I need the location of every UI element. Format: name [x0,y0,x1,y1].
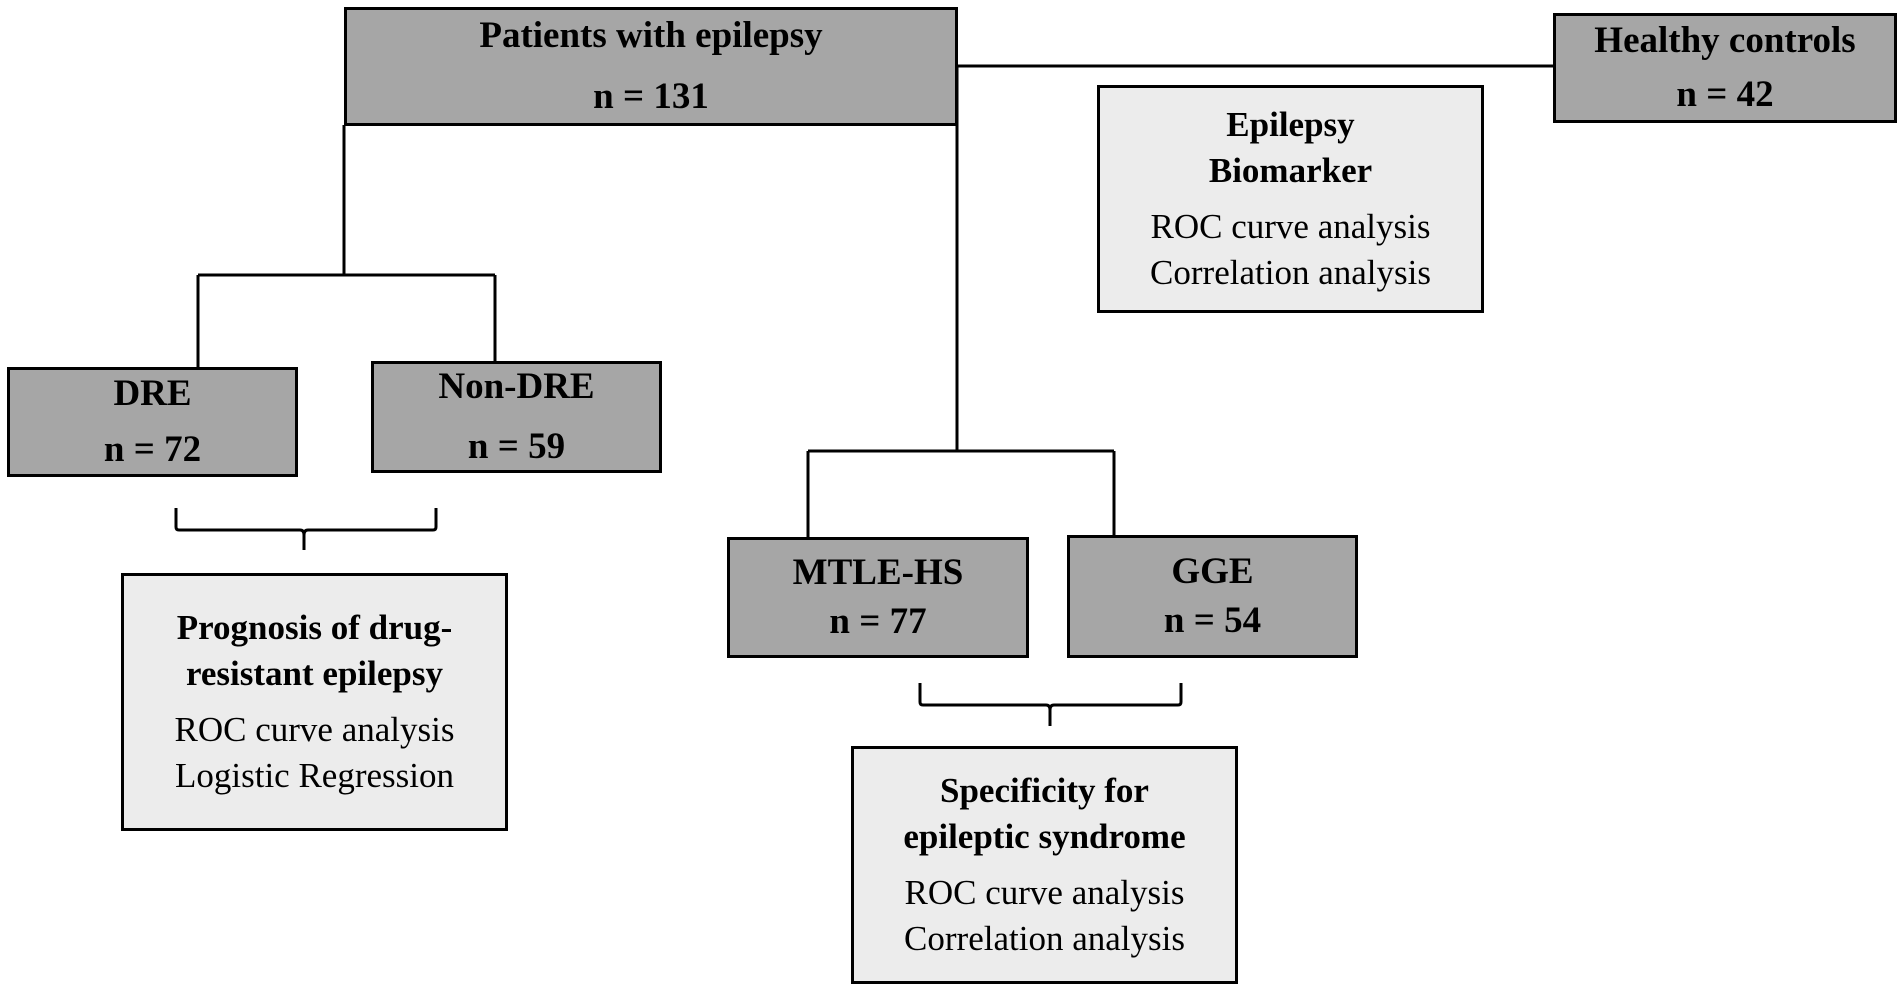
mtle-hs-count: n = 77 [829,600,927,642]
controls-count: n = 42 [1676,74,1774,115]
gge-count: n = 54 [1163,599,1262,641]
biomarker-title: Epilepsy Biomarker [1208,104,1373,190]
prognosis-analysis-2: Logistic Regression [175,756,454,796]
prognosis-analysis-1: ROC curve analysis [174,710,455,749]
specificity-analysis-2: Correlation analysis [904,919,1185,959]
dre-bracket [174,508,438,550]
biomarker-analysis-1: ROC curve analysis [1150,207,1431,246]
prognosis-box: Prognosis of drug- resistant epilepsy RO… [121,573,508,831]
prognosis-title: Prognosis of drug- resistant epilepsy [176,607,453,693]
healthy-controls-box: Healthy controls n = 42 [1553,13,1897,123]
specificity-analysis-1: ROC curve analysis [904,873,1185,912]
epilepsy-biomarker-box: Epilepsy Biomarker ROC curve analysis Co… [1097,85,1484,313]
specificity-title: Specificity for epileptic syndrome [903,770,1186,856]
patients-count: n = 131 [593,75,709,117]
non-dre-label: Non-DRE [438,365,595,407]
non-dre-count: n = 59 [467,426,566,467]
controls-label: Healthy controls [1594,19,1856,61]
mtle-hs-box: MTLE-HS n = 77 [727,537,1029,658]
mtle-hs-label: MTLE-HS [792,552,964,594]
syndrome-bracket [918,683,1183,726]
gge-box: GGE n = 54 [1067,535,1358,658]
dre-count: n = 72 [103,429,202,470]
patients-label: Patients with epilepsy [479,15,823,57]
non-dre-box: Non-DRE n = 59 [371,361,662,473]
patients-with-epilepsy-box: Patients with epilepsy n = 131 [344,7,958,126]
dre-label: DRE [113,372,192,414]
dre-box: DRE n = 72 [7,367,298,477]
biomarker-analysis-2: Correlation analysis [1150,253,1431,293]
gge-label: GGE [1171,551,1254,593]
specificity-box: Specificity for epileptic syndrome ROC c… [851,746,1238,984]
